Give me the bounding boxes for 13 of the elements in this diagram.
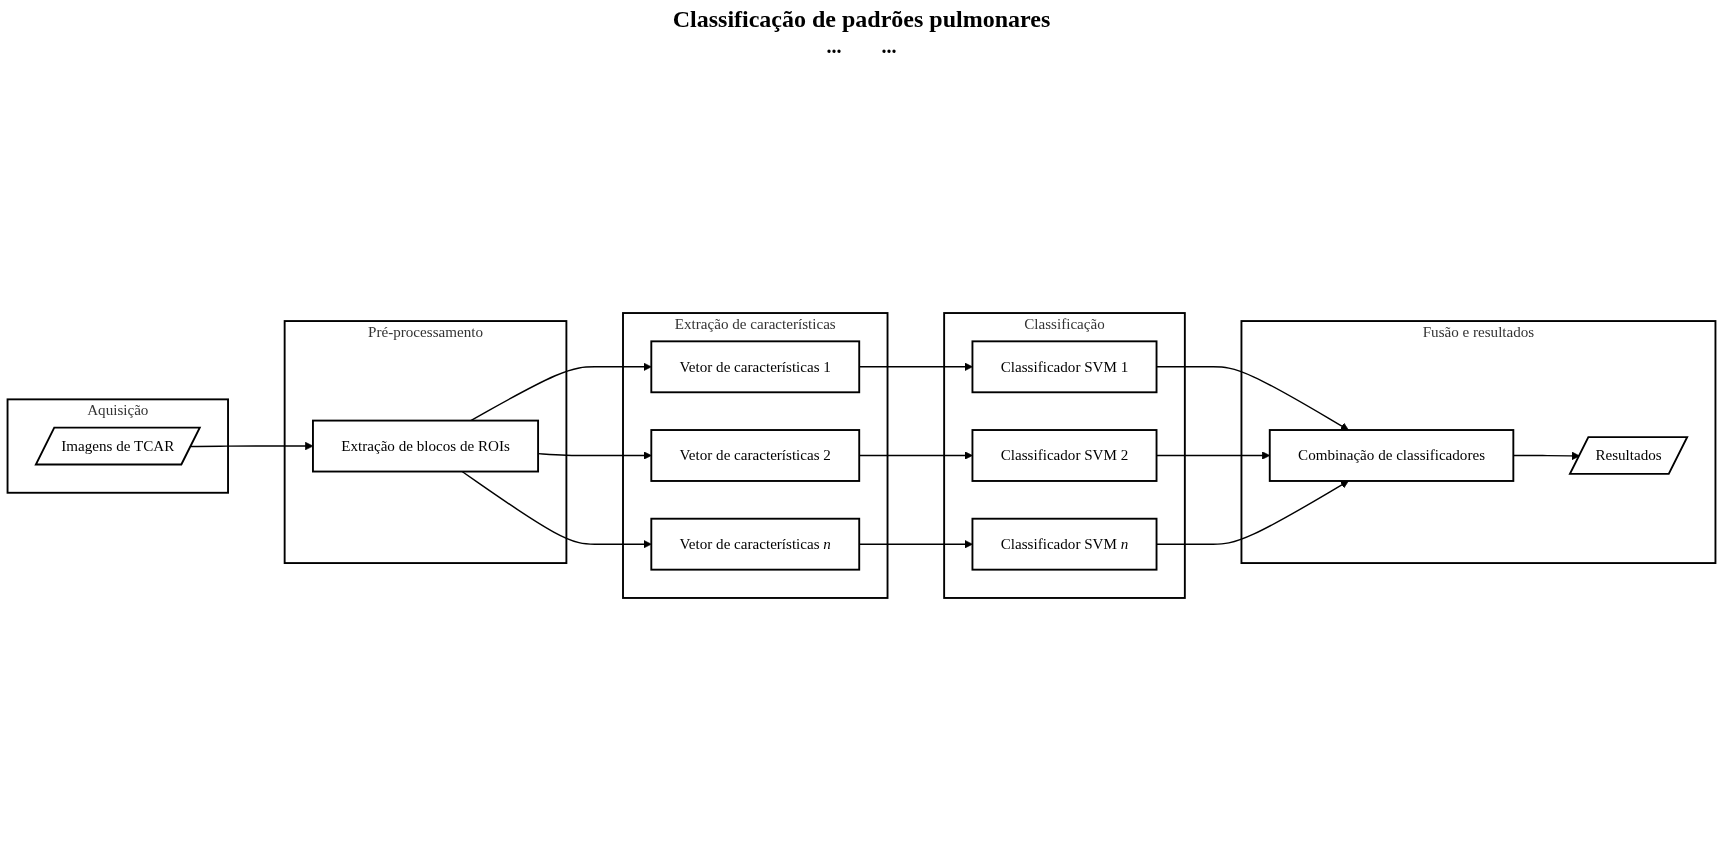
node-box: Extração de blocos de ROIs [312, 419, 540, 473]
node-box: Combinação de classificadores [1268, 429, 1515, 482]
node-box: Vetor de características 2 [650, 429, 861, 482]
diagram-title: Classificação de padrões pulmonares [672, 6, 1051, 33]
arrow [461, 470, 652, 549]
node-box: Vetor de características 1 [650, 340, 861, 394]
node-box: Vetor de características n [650, 517, 861, 571]
node-box: Classificador SVM 2 [971, 429, 1158, 482]
node-box: Classificador SVM 1 [971, 340, 1158, 394]
ellipsis-text: ... [881, 35, 897, 58]
ellipsis-text: ... [826, 35, 842, 58]
arrow [470, 362, 652, 422]
node-box: Classificador SVM n [971, 517, 1158, 571]
